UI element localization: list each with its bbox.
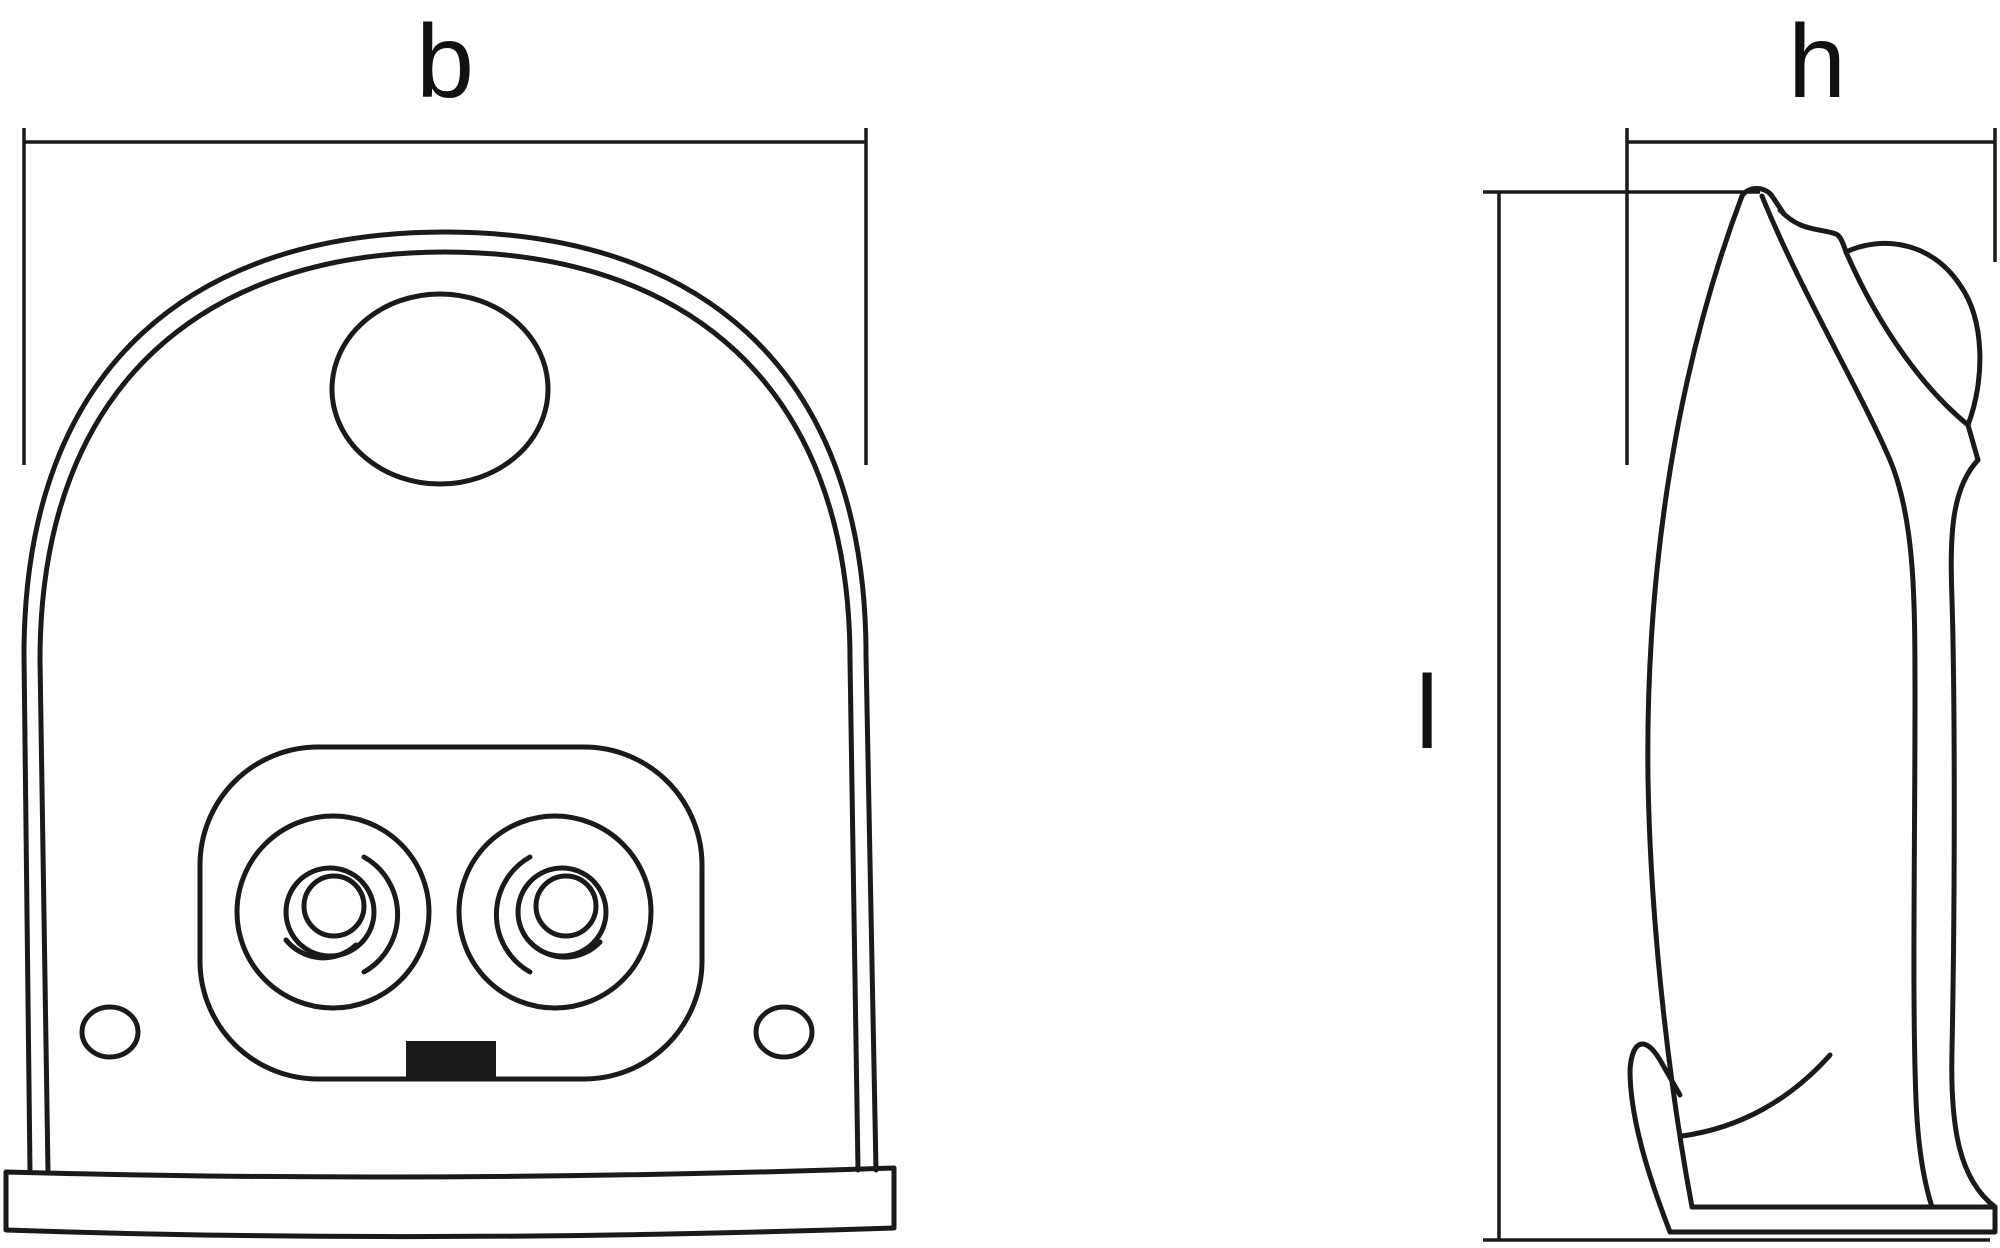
width-label: b <box>416 4 474 120</box>
left-connector <box>234 813 432 1011</box>
right-mounting-hole <box>753 1004 815 1060</box>
length-label: l <box>1415 655 1438 771</box>
side-cable-curve <box>1679 1052 1833 1139</box>
connector-panel <box>197 744 705 1082</box>
housing-inner-outline <box>37 249 861 1175</box>
left-mounting-hole <box>79 1004 141 1060</box>
side-inner-contour <box>1759 193 1935 1210</box>
front-view: b <box>3 4 897 1240</box>
side-back-edge <box>1948 457 1998 1210</box>
housing-outer-outline <box>21 229 879 1175</box>
side-body-outline <box>1627 193 1998 1235</box>
dome-base-edge <box>1843 249 1981 463</box>
width-dimension: b <box>22 4 868 465</box>
right-connector <box>456 813 654 1011</box>
length-dimension: l <box>1415 190 1990 1242</box>
side-dome <box>1777 207 1983 428</box>
height-label: h <box>1788 4 1846 120</box>
base-plate <box>3 1165 897 1240</box>
height-dimension: h <box>1625 4 1997 465</box>
connector-latch <box>406 1041 496 1079</box>
side-view: h l <box>1415 4 1998 1242</box>
top-lens <box>329 291 551 487</box>
